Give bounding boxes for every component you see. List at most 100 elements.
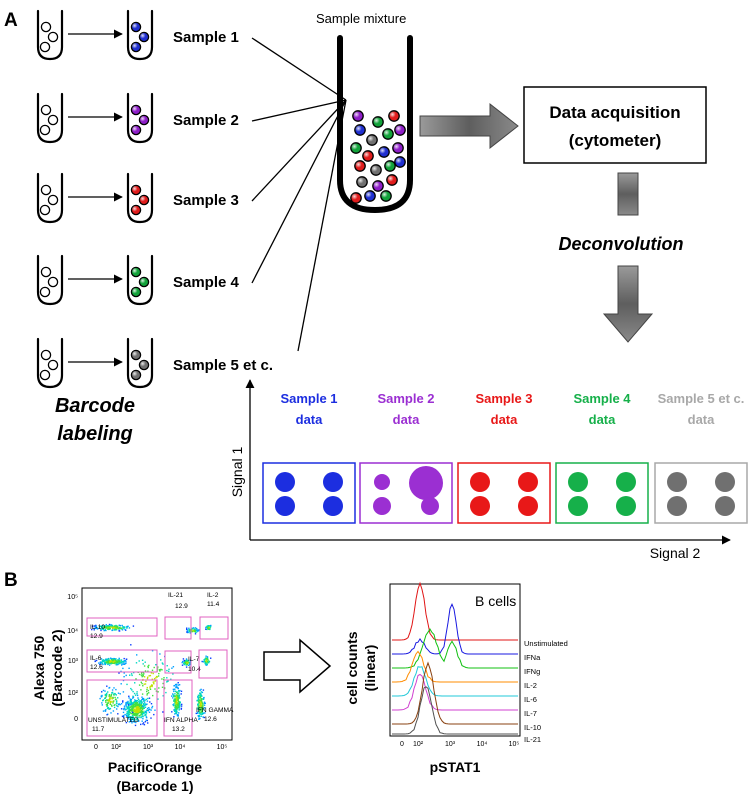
histogram-xlabel: pSTAT1	[430, 759, 481, 775]
data-box-title: Sample 3	[475, 391, 532, 406]
data-dot	[518, 496, 538, 516]
data-box-title: Sample 2	[377, 391, 434, 406]
data-dot	[568, 496, 588, 516]
histogram-x-tick: 10³	[445, 741, 456, 748]
legend-label-1: Unstimulated	[524, 639, 568, 648]
histogram-curve-3	[392, 628, 518, 669]
histogram-curve-4	[392, 650, 518, 683]
histogram-title: B cells	[475, 593, 516, 609]
data-dot	[374, 474, 390, 490]
histogram-curve-2	[392, 603, 518, 655]
gate-name: IFN GAMMA	[196, 707, 234, 714]
legend-label-3: IFNg	[524, 667, 540, 676]
data-dot	[470, 472, 490, 492]
legend-label-2: IFNa	[524, 653, 541, 662]
data-dot	[323, 496, 343, 516]
mixture-label: Sample mixture	[316, 11, 406, 26]
data-dot	[275, 496, 295, 516]
data-box-frame	[262, 462, 356, 524]
data-box-frame	[555, 462, 649, 524]
data-box-title: Sample 1	[280, 391, 337, 406]
empty-tube	[36, 172, 64, 224]
scatter-xlabel-1: PacificOrange	[108, 759, 202, 775]
scatter-ylabel-2: (Barcode 2)	[49, 629, 65, 706]
data-dot	[470, 496, 490, 516]
legend-label-6: IL-7	[524, 709, 537, 718]
deconvolution-label: Deconvolution	[559, 234, 684, 254]
barcode-label-line1: Barcode	[55, 395, 135, 417]
gate-box	[164, 616, 192, 640]
histogram-x-tick: 10⁴	[477, 741, 488, 748]
histogram-legend: UnstimulatedIFNaIFNgIL-2IL-6IL-7IL-10IL-…	[524, 639, 568, 744]
data-box-3: Sample 3 data	[457, 391, 551, 524]
legend-label-7: IL-10	[524, 723, 541, 732]
sample-label-2: Sample 2	[173, 112, 239, 129]
gate-box	[199, 616, 229, 640]
empty-tube	[36, 254, 64, 306]
data-dot	[421, 497, 439, 515]
data-box-subtitle: data	[296, 412, 324, 427]
sample-label-3: Sample 3	[173, 192, 239, 209]
scatter-y-tick: 10²	[68, 690, 79, 697]
gate-value: 12.6	[90, 664, 103, 671]
open-arrow	[263, 638, 332, 694]
data-box-2: Sample 2 data	[359, 391, 453, 524]
sample-label-4: Sample 4	[173, 274, 240, 291]
labeled-tube	[126, 9, 154, 61]
scatter-x-tick: 10²	[111, 744, 122, 751]
gate-box	[86, 617, 158, 637]
gate-value: 11.7	[92, 726, 105, 733]
acquisition-line1: Data acquisition	[549, 103, 680, 122]
arrow-down-upper	[617, 172, 639, 216]
sample-label-5: Sample 5 et c.	[173, 357, 273, 374]
empty-tube	[36, 9, 64, 61]
histogram-curves	[392, 581, 518, 735]
sample-row-2: Sample 2	[36, 92, 239, 144]
data-dot	[409, 466, 443, 500]
scatter-x-tick: 10³	[143, 744, 154, 751]
sample-row-3: Sample 3	[36, 172, 239, 224]
histogram-ylabel-2: (linear)	[362, 645, 378, 692]
histogram-x-tick: 10⁵	[509, 741, 520, 748]
barcode-tubes: Sample 1 Sample 2 Sample 3 Sample 4 Sample 5…	[36, 9, 273, 389]
data-dot	[323, 472, 343, 492]
data-box-subtitle: data	[393, 412, 421, 427]
arrow-to-acquisition	[419, 102, 519, 150]
barcode-scatter-plot: IL-2112.9IL-1012.9IL-211.4IL-612.6IL-710…	[31, 587, 234, 794]
barcode-label-line2: labeling	[57, 423, 133, 445]
data-box-title: Sample 4	[573, 391, 631, 406]
gate-4: IL-612.6	[86, 649, 158, 673]
labeled-tube	[126, 337, 154, 389]
histogram-ylabel-1: cell counts	[344, 631, 360, 704]
gate-3: IL-211.4	[199, 592, 229, 640]
data-box-frame	[457, 462, 551, 524]
scatter-y-tick: 10⁵	[67, 594, 78, 601]
data-box-subtitle: data	[491, 412, 519, 427]
empty-tube	[36, 337, 64, 389]
panel-a-letter: A	[4, 10, 18, 31]
data-box-1: Sample 1 data	[262, 391, 356, 524]
gate-8: IFN ALPHA 13.2	[163, 679, 198, 737]
histogram-curve-6	[392, 673, 518, 711]
mixture-lines	[251, 37, 347, 352]
gate-value: 13.2	[172, 726, 185, 733]
gate-name: IFN ALPHA	[164, 717, 198, 724]
histogram-x-tick: 10²	[413, 741, 424, 748]
gate-box	[86, 649, 158, 673]
gate-5: IL-710.4	[164, 650, 201, 674]
scatter-y-tick: 10³	[68, 658, 79, 665]
sample-row-1: Sample 1	[36, 9, 239, 61]
scatter-y-tick: 0	[74, 716, 78, 723]
data-dot	[373, 497, 391, 515]
data-box-frame	[654, 462, 748, 524]
pstat1-histogram: B cells UnstimulatedIFNaIFNgIL-2IL-6IL-7…	[344, 581, 568, 775]
data-dot	[667, 472, 687, 492]
labeled-tube	[126, 254, 154, 306]
